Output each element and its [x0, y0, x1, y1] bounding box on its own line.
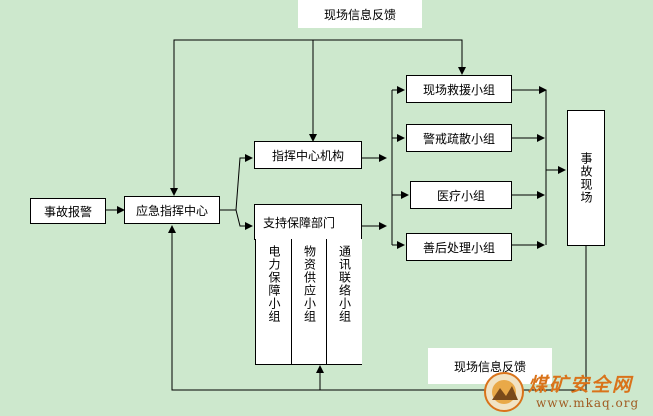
comm-group-label: 通讯联络小组	[337, 245, 352, 323]
feedback-bottom-text: 现场信息反馈	[453, 359, 526, 374]
medical-group-box: 医疗小组	[410, 181, 512, 209]
accident-site-box: 事故现场	[567, 110, 605, 246]
command-org-label: 指挥中心机构	[271, 148, 344, 163]
bottom-feedback-line	[171, 226, 587, 391]
report-box: 事故报警	[30, 198, 106, 224]
watermark-title: 煤矿安全网	[528, 374, 634, 396]
arrow-to-command-org	[235, 154, 253, 211]
aftermath-group-box: 善后处理小组	[406, 233, 512, 261]
aftermath-group-label: 善后处理小组	[422, 240, 495, 255]
medical-group-label: 医疗小组	[436, 188, 485, 203]
supply-group-label: 物资供应小组	[302, 245, 317, 323]
watermark-url: www.mkaq.org	[536, 396, 640, 410]
watermark: 煤矿安全网 www.mkaq.org	[478, 368, 653, 416]
support-groups-panel: 电力保障小组 物资供应小组 通讯联络小组	[255, 239, 362, 365]
emergency-center-label: 应急指挥中心	[135, 203, 208, 218]
top-feedback-line	[173, 39, 463, 194]
feedback-top-label: 现场信息反馈	[298, 0, 422, 28]
arrow-to-support-dept	[235, 209, 253, 230]
supply-group-col: 物资供应小组	[291, 239, 327, 364]
feedback-bottom-label: 现场信息反馈	[428, 348, 552, 384]
power-group-label: 电力保障小组	[267, 245, 281, 323]
rescue-group-box: 现场救援小组	[406, 75, 512, 103]
report-label: 事故报警	[43, 204, 92, 219]
comm-group-col: 通讯联络小组	[326, 239, 362, 364]
accident-site-label: 事故现场	[579, 152, 593, 204]
feedback-top-text: 现场信息反馈	[323, 7, 396, 22]
command-org-box: 指挥中心机构	[254, 141, 362, 169]
watermark-logo-icon	[484, 372, 524, 412]
support-dept-label: 支持保障部门	[263, 215, 336, 230]
emergency-center-box: 应急指挥中心	[124, 196, 220, 224]
rescue-group-label: 现场救援小组	[422, 82, 495, 97]
power-group-col: 电力保障小组	[256, 239, 292, 364]
support-dept-box: 支持保障部门	[254, 204, 362, 240]
alert-group-box: 警戒疏散小组	[406, 124, 512, 152]
alert-group-label: 警戒疏散小组	[422, 131, 495, 146]
